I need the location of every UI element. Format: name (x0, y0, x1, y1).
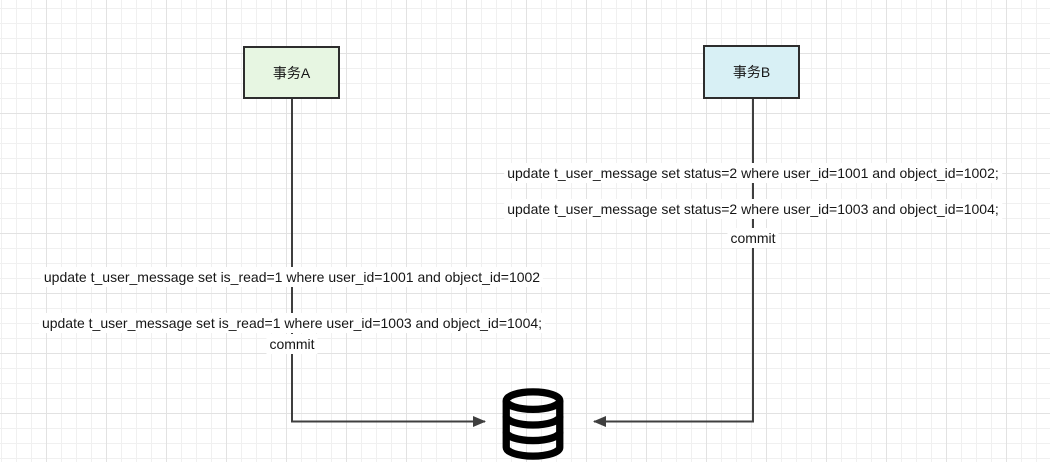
transaction-b-statement-2: update t_user_message set status=2 where… (504, 199, 1002, 219)
transaction-b-statement-1: update t_user_message set status=2 where… (504, 163, 1002, 183)
transaction-a-statement-2: update t_user_message set is_read=1 wher… (38, 313, 546, 333)
transaction-b-commit-label: commit (727, 228, 779, 248)
database-cylinder-icon (502, 388, 564, 460)
transaction-a-commit-label: commit (266, 334, 318, 354)
transaction-a-title: 事务A (272, 64, 311, 81)
transaction-a-statement-1: update t_user_message set is_read=1 wher… (40, 267, 544, 287)
transaction-a-to-database-arrow (291, 99, 486, 427)
transaction-a-box: 事务A (243, 46, 340, 99)
transaction-b-box: 事务B (703, 45, 800, 99)
transaction-b-title: 事务B (732, 64, 771, 80)
transaction-b-to-database-arrow (593, 99, 754, 427)
